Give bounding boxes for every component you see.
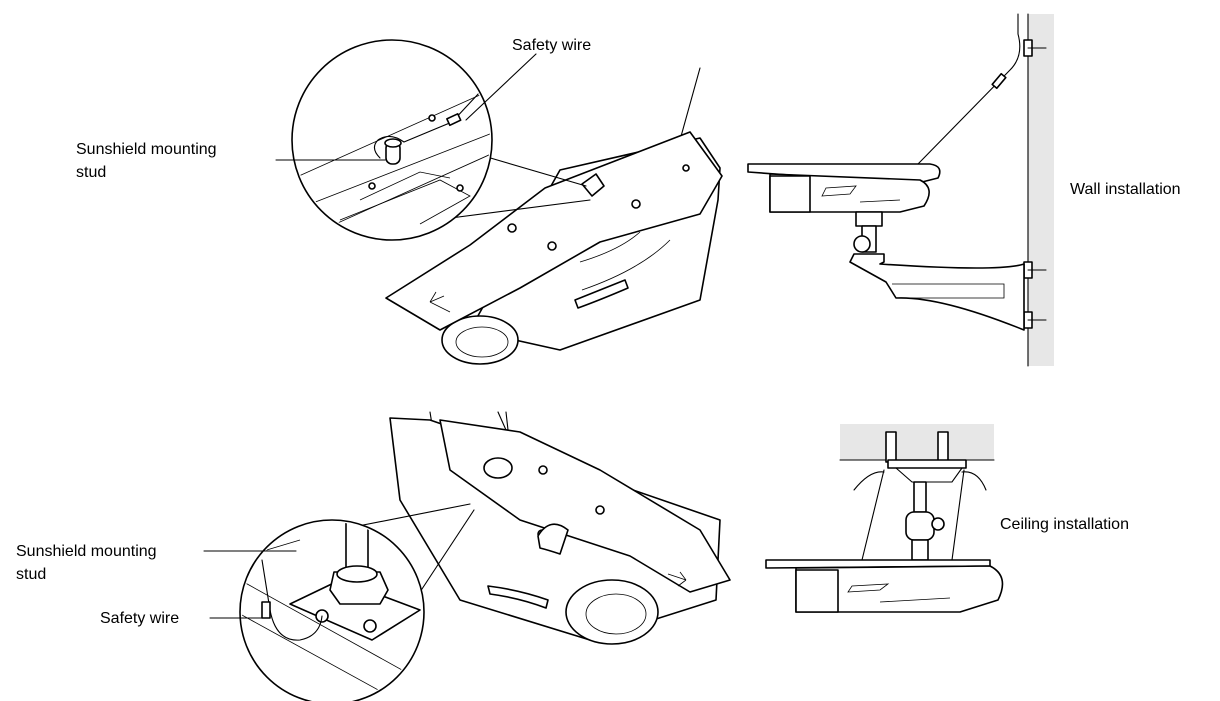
top-stud-label-line2: stud [76,164,107,181]
ceiling-installation-illustration [765,424,1004,613]
top-stud-label-line1: Sunshield mounting [76,141,217,158]
top-camera-side-slot [574,279,629,309]
ceiling-camera-housing [795,565,1004,613]
top-sunshield [385,131,723,331]
bottom-safety-wire-label: Safety wire [100,610,180,627]
wall-bracket-arm [849,253,1025,331]
bottom-stud-label-line2: stud [16,566,47,583]
ceiling-installation-label: Ceiling installation [1000,516,1129,533]
top-safety-wire-label: Safety wire [512,37,592,54]
top-magnifier-detail [291,39,493,241]
wall-surface [1028,14,1054,366]
bottom-camera-illustration [347,411,731,645]
bottom-stud-label-line1: Sunshield mounting [16,543,157,560]
wall-installation-label: Wall installation [1070,181,1181,198]
top-camera-illustration [385,67,723,365]
ceiling-surface [840,424,994,460]
bottom-magnifier-detail [239,519,425,701]
bottom-sunshield [439,419,731,593]
top-camera-lens [441,315,519,365]
top-safety-wire-leader [465,53,537,121]
wall-installation-illustration [747,13,1054,367]
